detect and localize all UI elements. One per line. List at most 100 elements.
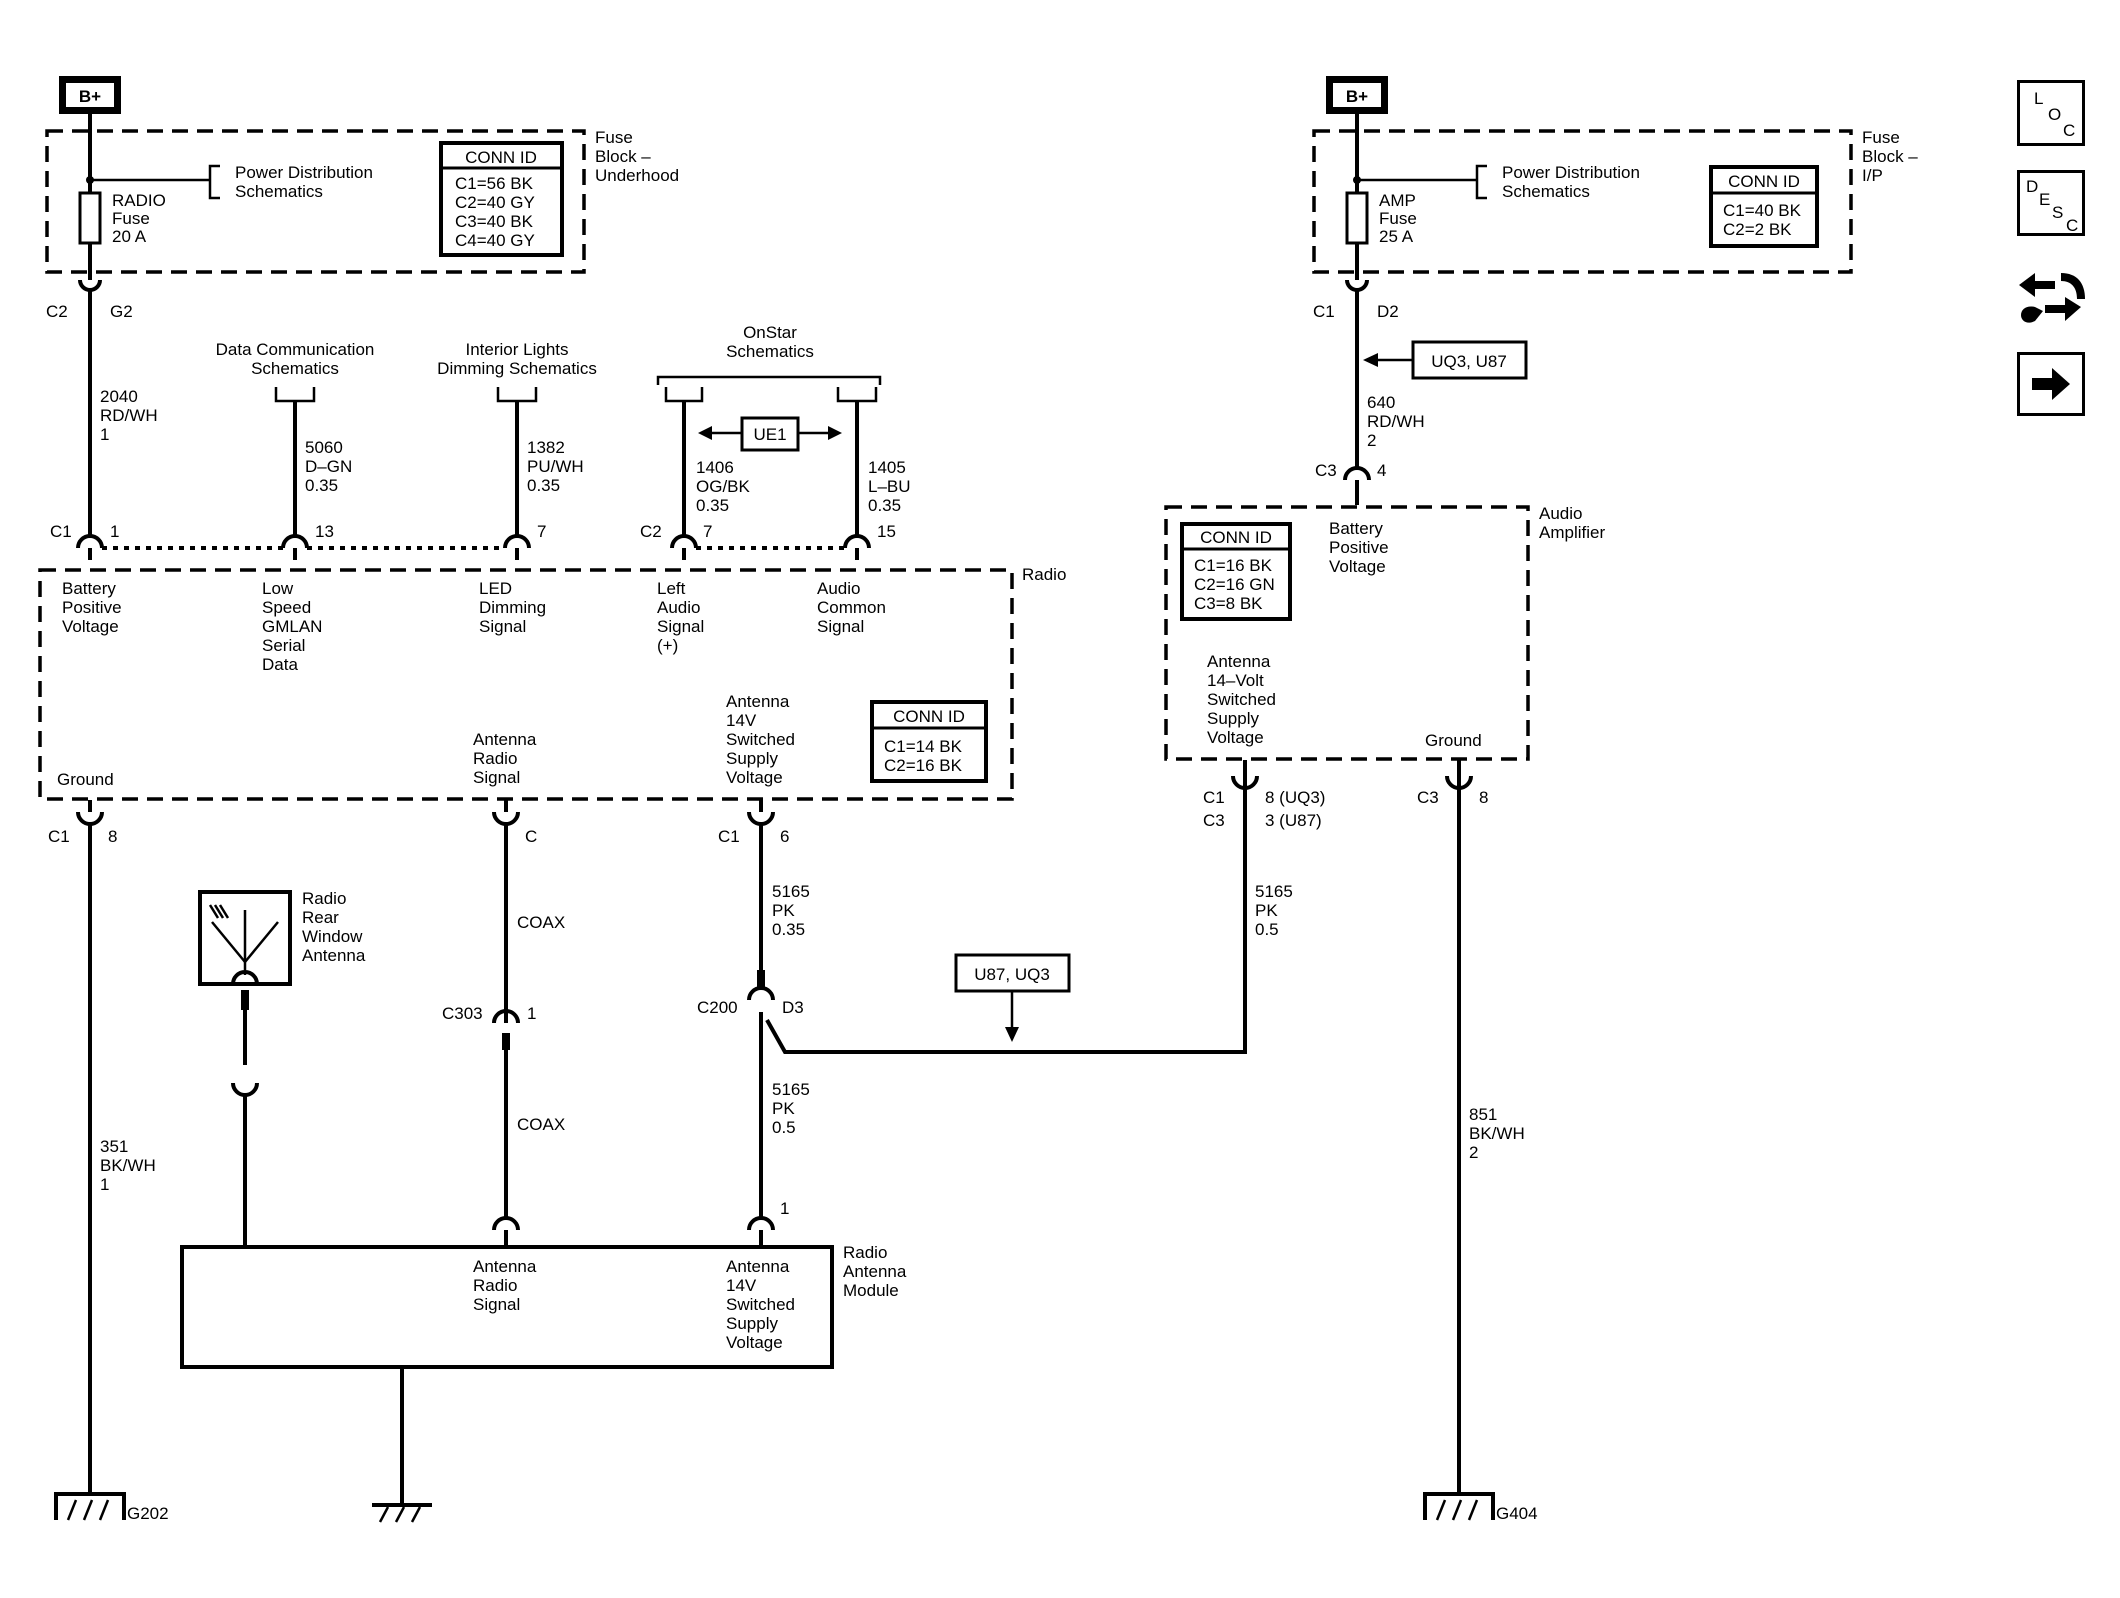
desc-icon[interactable]: D E S C xyxy=(2017,170,2085,236)
svg-text:PK: PK xyxy=(1255,901,1278,920)
svg-text:Voltage: Voltage xyxy=(62,617,119,636)
u87-uq3-option-box xyxy=(954,953,1071,993)
fuse-block-ip-label: Fuse xyxy=(1862,128,1900,147)
svg-text:C4=40 GY: C4=40 GY xyxy=(455,231,535,250)
svg-text:C200: C200 xyxy=(697,998,738,1017)
coax-label-lower: COAX xyxy=(517,1115,565,1134)
antenna-module-label: Radio xyxy=(843,1243,887,1262)
b-plus-left: B+ xyxy=(59,76,121,114)
svg-text:Signal: Signal xyxy=(473,1295,520,1314)
svg-text:Underhood: Underhood xyxy=(595,166,679,185)
svg-text:Radio: Radio xyxy=(473,749,517,768)
svg-text:1: 1 xyxy=(100,425,109,444)
svg-text:8 (UQ3): 8 (UQ3) xyxy=(1265,788,1325,807)
svg-text:UQ3, U87: UQ3, U87 xyxy=(1431,352,1507,371)
svg-text:1: 1 xyxy=(527,1004,536,1023)
svg-text:U87, UQ3: U87, UQ3 xyxy=(974,965,1050,984)
svg-text:Supply: Supply xyxy=(726,1314,778,1333)
next-page-icon[interactable] xyxy=(2017,352,2085,416)
svg-text:13: 13 xyxy=(315,522,334,541)
svg-text:C2=16 GN: C2=16 GN xyxy=(1194,575,1275,594)
svg-text:CONN ID: CONN ID xyxy=(893,707,965,726)
rear-window-antenna xyxy=(198,890,292,986)
svg-text:20 A: 20 A xyxy=(112,227,147,246)
svg-text:Fuse: Fuse xyxy=(112,209,150,228)
svg-text:14V: 14V xyxy=(726,711,757,730)
svg-text:2: 2 xyxy=(1367,431,1376,450)
svg-text:0.35: 0.35 xyxy=(868,496,901,515)
svg-text:Battery: Battery xyxy=(62,579,116,598)
power-distribution-label-right: Power Distribution xyxy=(1502,163,1640,182)
svg-text:C3=40 BK: C3=40 BK xyxy=(455,212,534,231)
conn-id-amp: CONN ID C1=16 BK C2=16 GN C3=8 BK xyxy=(1180,522,1292,621)
interior-lights-label: Interior Lights xyxy=(466,340,569,359)
svg-text:CONN ID: CONN ID xyxy=(1200,528,1272,547)
svg-text:C1: C1 xyxy=(50,522,72,541)
svg-text:Antenna: Antenna xyxy=(473,1257,537,1276)
ground-module-symbol xyxy=(372,1503,432,1523)
coax-label-upper: COAX xyxy=(517,913,565,932)
svg-text:Supply: Supply xyxy=(1207,709,1259,728)
svg-text:Voltage: Voltage xyxy=(1329,557,1386,576)
wire-351-label: 351 xyxy=(100,1137,128,1156)
svg-text:Positive: Positive xyxy=(62,598,122,617)
svg-text:7: 7 xyxy=(703,522,712,541)
svg-text:D–GN: D–GN xyxy=(305,457,352,476)
svg-text:I/P: I/P xyxy=(1862,166,1883,185)
svg-text:C1: C1 xyxy=(1203,788,1225,807)
diagnostic-vehicle-icon[interactable] xyxy=(2015,263,2089,337)
svg-text:Antenna: Antenna xyxy=(473,730,537,749)
svg-text:1: 1 xyxy=(110,522,119,541)
wire-640-label: 640 xyxy=(1367,393,1395,412)
svg-text:Switched: Switched xyxy=(726,730,795,749)
svg-text:Audio: Audio xyxy=(817,579,860,598)
svg-text:C2: C2 xyxy=(46,302,68,321)
svg-text:Voltage: Voltage xyxy=(726,1333,783,1352)
wire-1405-label: 1405 xyxy=(868,458,906,477)
svg-text:B+: B+ xyxy=(1346,87,1368,106)
wire-1406-label: 1406 xyxy=(696,458,734,477)
ground-g202-symbol xyxy=(54,1492,126,1521)
fuse-block-underhood xyxy=(45,129,586,274)
svg-text:Signal: Signal xyxy=(473,768,520,787)
svg-text:Block –: Block – xyxy=(1862,147,1918,166)
rear-antenna-label: Radio xyxy=(302,889,346,908)
svg-text:Antenna: Antenna xyxy=(843,1262,907,1281)
radio-fuse xyxy=(78,191,102,245)
svg-text:Supply: Supply xyxy=(726,749,778,768)
svg-text:G2: G2 xyxy=(110,302,133,321)
loc-icon[interactable]: L O C xyxy=(2017,80,2085,146)
svg-text:0.5: 0.5 xyxy=(772,1118,796,1137)
svg-text:C: C xyxy=(525,827,537,846)
svg-text:PU/WH: PU/WH xyxy=(527,457,584,476)
wire-851-label: 851 xyxy=(1469,1105,1497,1124)
svg-text:4: 4 xyxy=(1377,461,1386,480)
wire-5165-amp-label: 5165 xyxy=(1255,882,1293,901)
svg-text:Antenna: Antenna xyxy=(726,1257,790,1276)
svg-text:Schematics: Schematics xyxy=(726,342,814,361)
svg-text:C2=16 BK: C2=16 BK xyxy=(884,756,963,775)
svg-text:25 A: 25 A xyxy=(1379,227,1414,246)
svg-text:Signal: Signal xyxy=(479,617,526,636)
wire-1382-label: 1382 xyxy=(527,438,565,457)
svg-text:Audio: Audio xyxy=(657,598,700,617)
svg-text:RD/WH: RD/WH xyxy=(1367,412,1425,431)
svg-text:G202: G202 xyxy=(127,1504,169,1523)
svg-text:Left: Left xyxy=(657,579,686,598)
svg-text:Antenna: Antenna xyxy=(726,692,790,711)
svg-text:1: 1 xyxy=(780,1199,789,1218)
ground-g404-symbol xyxy=(1423,1492,1495,1521)
svg-text:14V: 14V xyxy=(726,1276,757,1295)
svg-text:8: 8 xyxy=(1479,788,1488,807)
uq3-u87-option-box xyxy=(1411,340,1528,380)
svg-text:1: 1 xyxy=(100,1175,109,1194)
svg-text:Common: Common xyxy=(817,598,886,617)
svg-text:CONN ID: CONN ID xyxy=(465,148,537,167)
svg-text:OG/BK: OG/BK xyxy=(696,477,751,496)
svg-text:Low: Low xyxy=(262,579,294,598)
svg-text:Ground: Ground xyxy=(1425,731,1482,750)
svg-text:Ground: Ground xyxy=(57,770,114,789)
svg-text:14–Volt: 14–Volt xyxy=(1207,671,1264,690)
svg-text:Module: Module xyxy=(843,1281,899,1300)
